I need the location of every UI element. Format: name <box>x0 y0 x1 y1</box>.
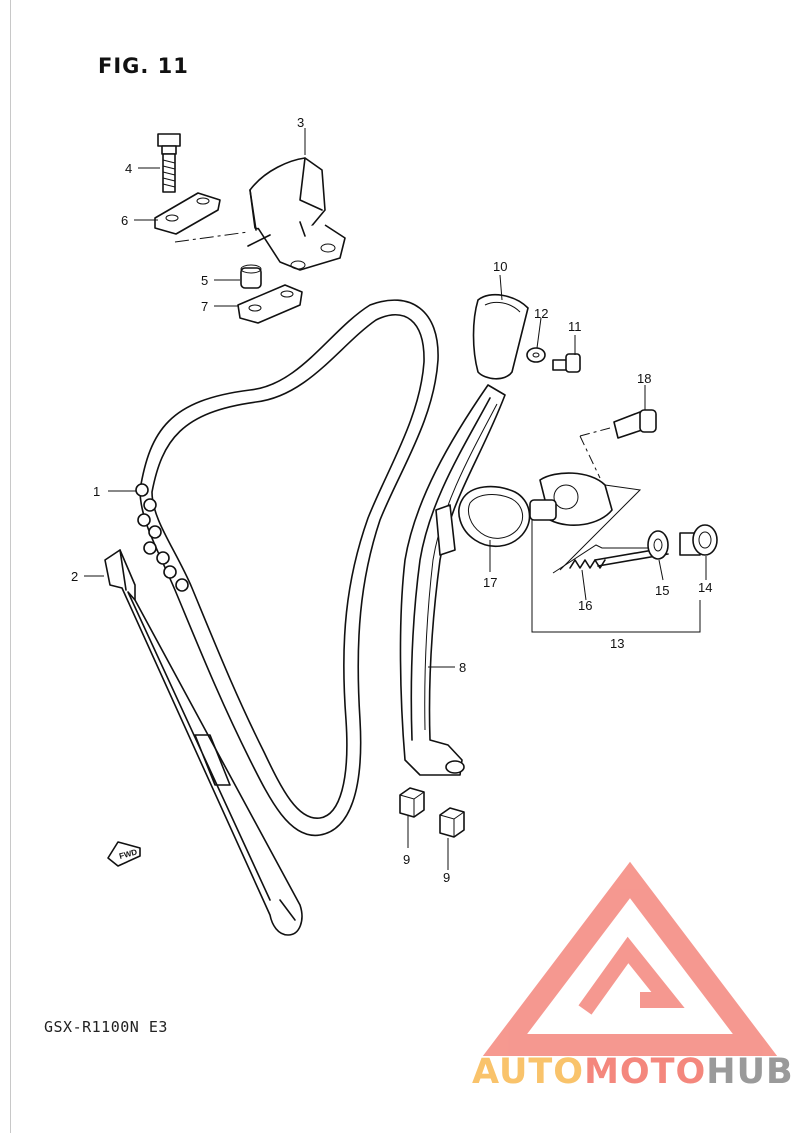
watermark-text-hub: HUB <box>706 1052 794 1092</box>
part-label-2: 2 <box>71 569 78 584</box>
cushion-part-10 <box>472 293 529 380</box>
damper-part-9a <box>399 787 425 818</box>
part-label-15: 15 <box>655 583 669 598</box>
plate-part-6 <box>154 192 249 243</box>
upper-guide-part-3 <box>247 157 346 271</box>
bolt-part-18 <box>579 409 657 479</box>
part-label-10: 10 <box>493 259 507 274</box>
part-label-5: 5 <box>201 273 208 288</box>
fwd-arrow-icon: FWD <box>107 841 141 867</box>
washer-part-12 <box>526 347 546 363</box>
part-label-1: 1 <box>93 484 100 499</box>
watermark-text-moto: MOTO <box>584 1052 707 1092</box>
leader-lines <box>84 128 707 870</box>
chain-links <box>135 483 189 592</box>
part-label-14: 14 <box>698 580 712 595</box>
part-label-16: 16 <box>578 598 592 613</box>
washer-part-15 <box>647 530 669 560</box>
part-label-18: 18 <box>637 371 651 386</box>
part-label-9b: 9 <box>443 870 450 885</box>
figure-title: FIG. 11 <box>98 54 189 78</box>
tensioner-assembly-part-13 <box>529 472 650 574</box>
part-label-17: 17 <box>483 575 497 590</box>
front-guide-part-2 <box>104 549 303 936</box>
bolt-part-11 <box>552 353 581 373</box>
model-label: GSX-R1100N E3 <box>44 1018 168 1036</box>
part-label-12: 12 <box>534 306 548 321</box>
part-label-6: 6 <box>121 213 128 228</box>
page-border-line <box>10 0 11 1133</box>
cam-chain-part-1 <box>135 299 439 837</box>
part-label-4: 4 <box>125 161 132 176</box>
dowel-part-5 <box>240 264 262 289</box>
part-label-8: 8 <box>459 660 466 675</box>
part-label-13: 13 <box>610 636 624 651</box>
part-label-11: 11 <box>568 319 582 334</box>
watermark-text-auto: AUTO <box>472 1052 585 1092</box>
watermark-text: AUTOMOTOHUB <box>472 1052 794 1092</box>
plate-part-7 <box>237 284 303 324</box>
bolt-part-4 <box>157 133 181 193</box>
tensioner-guide-part-8 <box>399 384 506 776</box>
damper-part-9b <box>439 807 465 838</box>
part-number-labels: 3 4 6 5 7 1 2 8 9 9 10 11 12 13 14 15 16… <box>71 115 712 885</box>
cap-bolt-part-14 <box>679 524 718 556</box>
bracket-part-13 <box>531 520 701 633</box>
part-label-9a: 9 <box>403 852 410 867</box>
gasket-part-17 <box>458 485 531 548</box>
watermark-logo <box>482 861 778 1056</box>
part-label-7: 7 <box>201 299 208 314</box>
part-label-3: 3 <box>297 115 304 130</box>
